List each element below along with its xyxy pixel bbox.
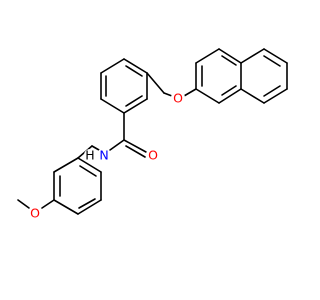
naph-left-ring-bond <box>195 48 220 64</box>
central-ring-bond <box>123 98 148 114</box>
carbonyl-double-bond <box>125 145 146 158</box>
anisole-inner-bond <box>79 165 97 177</box>
ether-ch2-bond <box>146 72 165 94</box>
naph-right-inner-bond <box>263 85 281 97</box>
bond-layer <box>17 48 288 215</box>
ether-o-naph-bond <box>183 88 197 97</box>
anisole-ring-bond <box>53 199 79 215</box>
amide-cn-bond <box>109 139 125 151</box>
amide-hydrogen-atom: H <box>84 148 96 163</box>
methoxy-c-o-bond <box>17 199 30 209</box>
central-ring-bond <box>100 98 125 114</box>
methoxy-o-ring-bond <box>41 199 55 209</box>
naph-left-inner-bond <box>221 55 237 66</box>
naph-right-ring-bond <box>240 48 265 64</box>
central-inner-bond <box>125 65 143 77</box>
anisole-ring-bond <box>77 199 102 215</box>
naph-left-inner-bond <box>221 85 237 96</box>
methoxy-oxygen-label: O <box>30 206 40 221</box>
amide-nitrogen-label: N <box>99 148 108 163</box>
carbonyl-oxygen-label: O <box>148 148 158 163</box>
ether-oxygen-atom: O <box>171 91 185 106</box>
anisole-inner-bond <box>78 198 96 209</box>
naph-right-ring-bond <box>240 88 265 104</box>
amide-hydrogen-label: H <box>85 148 94 163</box>
naph-right-ring-bond <box>263 48 288 64</box>
methoxy-oxygen-atom: O <box>28 206 42 221</box>
benzyl-n-bond <box>91 145 100 151</box>
amide-nitrogen-atom: N <box>97 148 111 163</box>
naph-left-ring-bond <box>195 88 220 104</box>
ether-ch2-o-bond <box>163 92 173 97</box>
carbonyl-oxygen-atom: O <box>146 148 160 163</box>
naph-right-ring-bond <box>263 88 288 104</box>
molecule-diagram: O N H O O <box>17 48 288 221</box>
carbonyl-bond <box>123 139 147 153</box>
anisole-ring-bond <box>53 157 79 173</box>
central-inner-bond <box>125 95 143 107</box>
central-ring-bond <box>123 58 148 74</box>
naph-right-inner-bond <box>263 55 281 67</box>
naph-left-ring-bond <box>218 88 242 104</box>
central-ring-bond <box>100 58 125 74</box>
anisole-ring-bond <box>77 157 102 173</box>
ether-oxygen-label: O <box>173 91 183 106</box>
naph-left-ring-bond <box>218 48 242 64</box>
